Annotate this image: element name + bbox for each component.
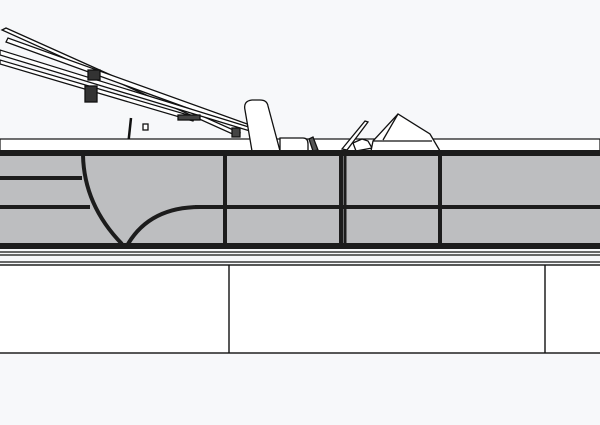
- bimini-clamp: [87, 69, 101, 81]
- captain-seat: [244, 99, 309, 152]
- bimini-clamp: [231, 127, 241, 138]
- steering-wheel: [340, 120, 374, 152]
- bimini-clamp: [177, 114, 201, 121]
- fence-panels: [0, 150, 600, 249]
- gate-arc: [126, 205, 201, 246]
- pontoon-tube: [0, 264, 600, 354]
- deck-edge: [0, 251, 600, 263]
- windshield: [370, 113, 442, 152]
- bimini-top-frame: [0, 27, 254, 152]
- gate-curve: [81, 154, 124, 246]
- panel-fill: [0, 153, 600, 247]
- bimini-clamp: [84, 85, 98, 103]
